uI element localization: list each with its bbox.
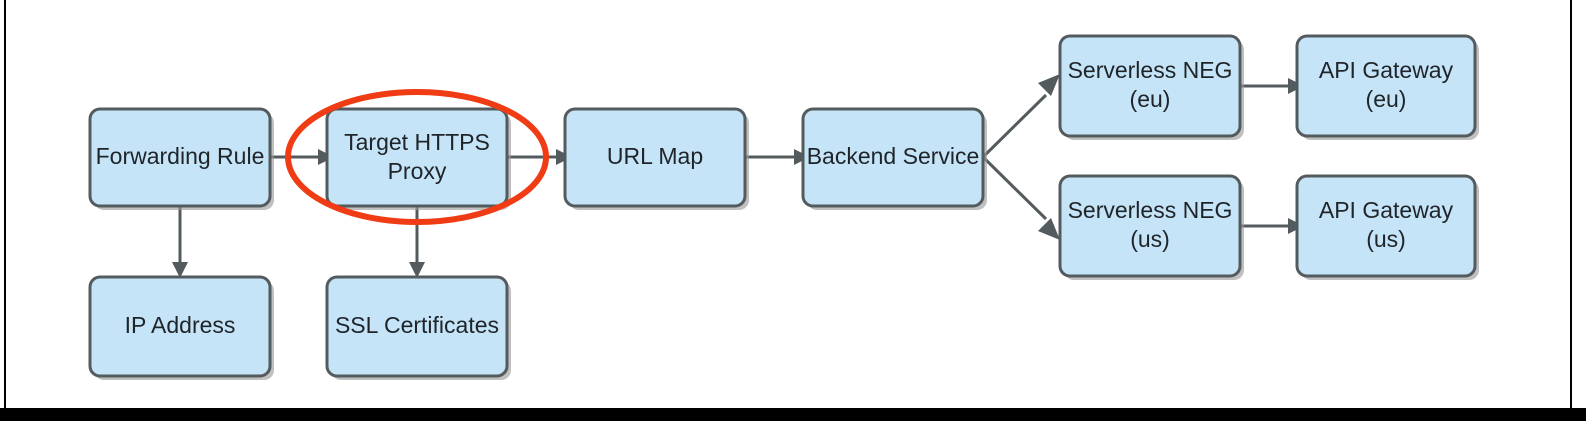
node-target-https-proxy[interactable]: Target HTTPS Proxy [325,107,511,210]
page-border-right [1570,0,1572,410]
node-target-https-proxy-label-line1: Target HTTPS [344,129,490,155]
node-backend-service-label: Backend Service [807,143,980,169]
edge-backend-service-to-serverless-neg-us [981,155,1060,240]
node-ip-address-label: IP Address [125,312,236,338]
page-border-bottom [0,408,1586,421]
edge-url-map-to-backend-service [745,149,810,165]
edge-target-https-proxy-to-ssl-certificates [409,206,425,278]
edge-forwarding-rule-to-target-https-proxy [270,149,334,165]
node-url-map[interactable]: URL Map [563,107,749,210]
node-api-gateway-eu-label-line2: (eu) [1366,86,1407,112]
node-layer: Forwarding Rule Target HTTPS Proxy URL M… [88,34,1479,380]
node-target-https-proxy-label-line2: Proxy [388,158,447,184]
node-api-gateway-us-label-line1: API Gateway [1319,197,1454,223]
node-ip-address[interactable]: IP Address [88,275,274,380]
node-serverless-neg-us-label-line1: Serverless NEG [1068,197,1233,223]
node-forwarding-rule[interactable]: Forwarding Rule [88,107,274,210]
node-url-map-label: URL Map [607,143,703,169]
node-api-gateway-us-label-line2: (us) [1366,226,1406,252]
edge-forwarding-rule-to-ip-address [172,206,188,278]
node-forwarding-rule-label: Forwarding Rule [96,143,265,169]
highlight-ellipse-target-https-proxy [285,89,549,225]
node-api-gateway-eu[interactable]: API Gateway (eu) [1295,34,1479,140]
node-api-gateway-us[interactable]: API Gateway (us) [1295,174,1479,280]
annotation-layer [285,89,549,225]
edge-serverless-neg-us-to-api-gateway-us [1240,218,1304,234]
node-serverless-neg-eu-label-line1: Serverless NEG [1068,57,1233,83]
edge-serverless-neg-eu-to-api-gateway-eu [1240,78,1304,94]
node-ssl-certificates-label: SSL Certificates [335,312,499,338]
node-api-gateway-eu-label-line1: API Gateway [1319,57,1454,83]
edge-target-https-proxy-to-url-map [507,149,572,165]
node-serverless-neg-eu[interactable]: Serverless NEG (eu) [1058,34,1244,140]
node-serverless-neg-us[interactable]: Serverless NEG (us) [1058,174,1244,280]
node-backend-service[interactable]: Backend Service [801,107,987,210]
edge-backend-service-to-serverless-neg-eu [981,74,1060,159]
node-ssl-certificates[interactable]: SSL Certificates [325,275,511,380]
node-serverless-neg-us-label-line2: (us) [1130,226,1170,252]
page-border-left [4,0,6,410]
node-serverless-neg-eu-label-line2: (eu) [1130,86,1171,112]
